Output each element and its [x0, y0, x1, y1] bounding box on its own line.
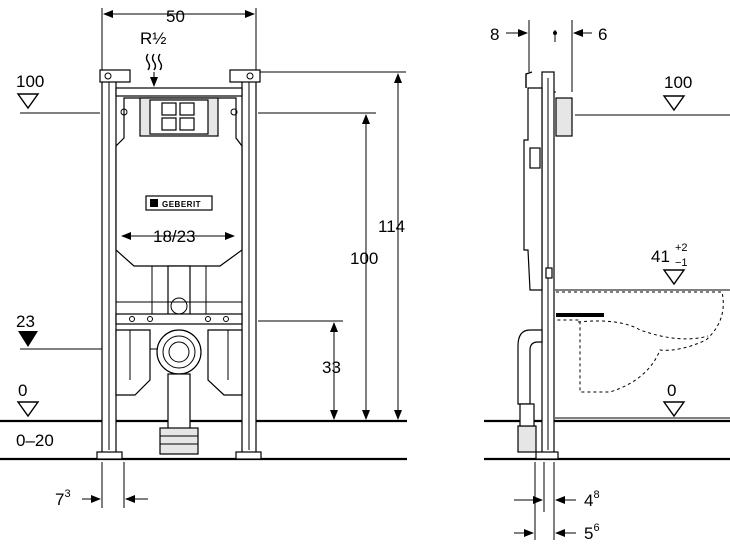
side-view: 8 6 100 41 +2 −1 0 48 56 — [484, 20, 730, 543]
drain-pipe — [167, 373, 191, 431]
side-drain-connector — [517, 425, 537, 453]
level-0-marker — [16, 401, 40, 418]
left-foot — [96, 451, 123, 460]
side-drain-bend — [517, 329, 543, 405]
dim-height-33: 33 — [322, 358, 341, 377]
seat-height-label: 41 — [651, 247, 670, 266]
drain-outlet — [156, 329, 202, 375]
dim-height-114: 114 — [378, 217, 405, 236]
floor-range-label: 0–20 — [16, 431, 54, 450]
drain-connector — [159, 427, 199, 455]
side-level-0-label: 0 — [667, 381, 676, 400]
level-100-label: 100 — [16, 72, 44, 91]
wc-bowl-outline — [556, 291, 724, 393]
side-bolt — [556, 313, 604, 317]
top-cross-bar — [115, 87, 243, 97]
level-0-label: 0 — [18, 381, 27, 400]
right-bowl-bracket — [207, 329, 243, 396]
dim-flush-range: 18/23 — [153, 227, 196, 246]
cistern-tank — [115, 97, 243, 267]
top-bracket-right — [229, 69, 261, 83]
side-cistern — [523, 87, 543, 291]
left-bowl-bracket — [115, 329, 151, 396]
front-view: GEBERIT R½ 50 — [0, 7, 407, 509]
side-level-0-marker — [662, 401, 686, 418]
bottom-dim-2: 56 — [584, 522, 600, 543]
level-23-label: 23 — [16, 312, 35, 331]
supply-label: R½ — [140, 29, 166, 48]
level-100-marker — [16, 93, 40, 110]
brand-label: GEBERIT — [162, 200, 201, 209]
level-23-marker — [18, 331, 38, 347]
geberit-logo — [145, 195, 213, 211]
seat-tolerance-minus: −1 — [675, 257, 688, 269]
water-supply-icon — [145, 53, 163, 71]
side-foot — [535, 451, 559, 460]
seat-level-marker — [662, 269, 686, 286]
dim-height-100: 100 — [350, 249, 378, 268]
foot-offset-label: 73 — [55, 488, 71, 509]
dim-width-50: 50 — [166, 7, 185, 26]
side-hook — [525, 71, 533, 88]
side-flush-plate — [555, 97, 573, 137]
seat-tolerance-plus: +2 — [675, 242, 688, 254]
right-foot — [235, 451, 262, 460]
bottom-dim-1: 48 — [584, 489, 600, 510]
dim-side-6: 6 — [598, 25, 607, 44]
dim-side-8: 8 — [490, 25, 499, 44]
side-level-100-label: 100 — [664, 73, 692, 92]
side-level-100-marker — [662, 95, 686, 112]
